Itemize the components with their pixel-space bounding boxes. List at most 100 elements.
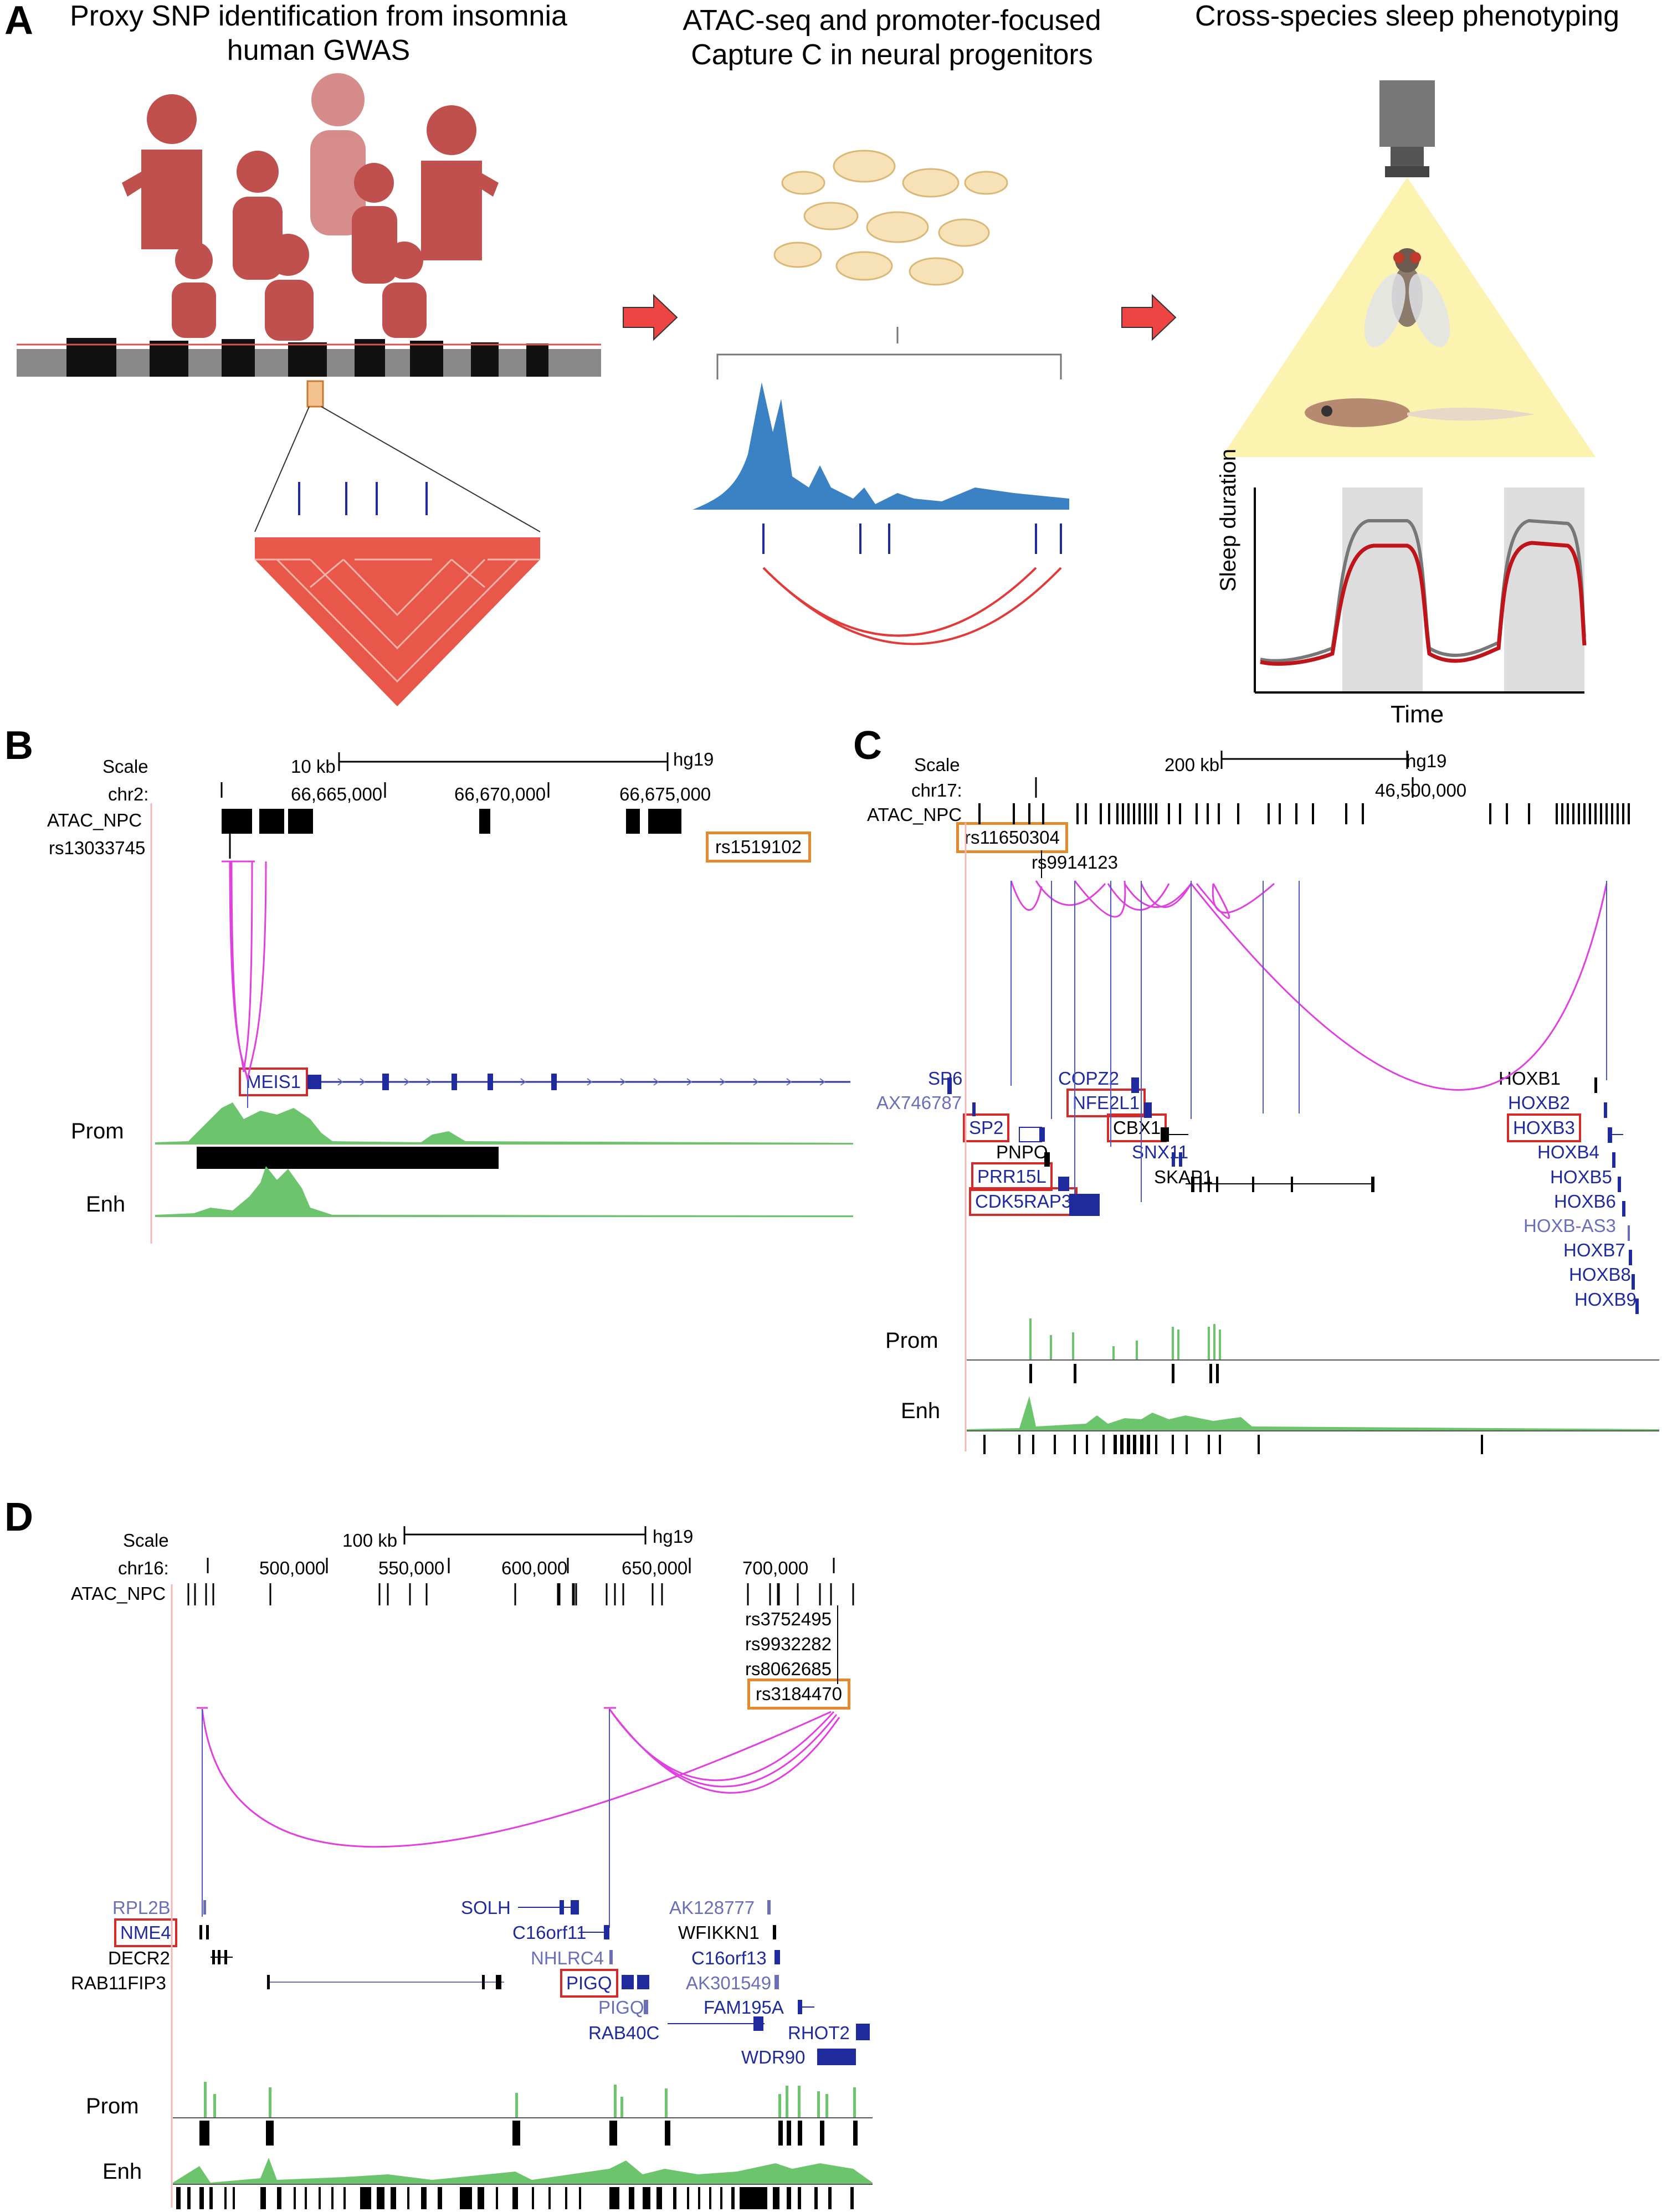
- sleep-duration-chart: [1254, 487, 1587, 694]
- sleep-chart-xlabel: Time: [1391, 701, 1444, 728]
- panel-d-label: D: [4, 1495, 33, 1539]
- panel-b-interaction-bar: [197, 1147, 499, 1169]
- gene-wdr90: WDR90: [741, 2047, 806, 2067]
- gene-hoxb7: HOXB7: [1563, 1240, 1625, 1260]
- panel-b-tick: 66,670,000: [454, 784, 546, 804]
- neural-progenitor-cells-icon: [773, 150, 1008, 286]
- panel-b-enh-track: [155, 1166, 853, 1217]
- panel-c-tick: 46,500,000: [1375, 780, 1467, 800]
- gene-hoxb4: HOXB4: [1537, 1142, 1599, 1162]
- panel-c-atac-label: ATAC_NPC: [867, 804, 962, 825]
- gene-hoxb1: HOXB1: [1499, 1068, 1561, 1089]
- gene-nme4: NME4: [114, 1918, 177, 1947]
- panel-b-enh-label: Enh: [86, 1192, 126, 1217]
- panel-d-enh-peaks: [176, 2187, 854, 2209]
- panel-c-browser: [947, 751, 1659, 1454]
- panel-c-snp-highlight: rs11650304: [956, 822, 1068, 853]
- arrow-right-icon: [623, 294, 678, 341]
- gene-decr2: DECR2: [108, 1948, 170, 1968]
- panel-b-assembly: hg19: [673, 749, 714, 769]
- panel-b-browser: [150, 752, 853, 1244]
- panel-d-scale-length: 100 kb: [342, 1530, 398, 1551]
- gene-solh: SOLH: [461, 1897, 511, 1918]
- panel-d-tick: 550,000: [378, 1558, 445, 1578]
- gene-pigq-highlight: PIGQ: [560, 1969, 618, 1998]
- gene-hoxb3: HOXB3: [1507, 1113, 1581, 1142]
- panel-c-capture-c-arcs: [1010, 880, 1608, 1091]
- manhattan-plot: [17, 338, 601, 408]
- panel-d-prom-label: Prom: [86, 2094, 139, 2118]
- gene-copz2: COPZ2: [1058, 1068, 1120, 1089]
- gene-sp6: SP6: [928, 1068, 963, 1089]
- panel-b-snp: rs13033745: [49, 838, 146, 858]
- gene-ak301549: AK301549: [686, 1973, 772, 1993]
- gene-meis1: MEIS1: [238, 1067, 309, 1096]
- panel-c-scale-label: Scale: [914, 755, 960, 775]
- ld-heatmap-triangle: [255, 537, 540, 706]
- gene-cdk5rap3: CDK5RAP3: [968, 1187, 1078, 1216]
- gene-pigq: PIGQ: [598, 1997, 644, 2018]
- fly-icon: [1365, 248, 1450, 347]
- camera-icon: [1379, 80, 1435, 177]
- panel-b-atac-label: ATAC_NPC: [47, 810, 142, 830]
- gene-rhot2: RHOT2: [788, 2023, 850, 2043]
- panel-a-label: A: [4, 0, 33, 43]
- gene-sp2: SP2: [962, 1113, 1010, 1142]
- panel-c-enh-label: Enh: [901, 1399, 941, 1423]
- gene-hoxb2: HOXB2: [1508, 1092, 1570, 1113]
- panel-c-enh-peaks: [983, 1435, 1483, 1454]
- sleep-chart-ylabel: Sleep duration: [1216, 449, 1240, 592]
- gene-hoxb6: HOXB6: [1554, 1191, 1616, 1212]
- panel-a-title-phenotyping: Cross-species sleep phenotyping: [1195, 0, 1619, 32]
- panel-d-assembly: hg19: [653, 1526, 694, 1547]
- panel-d-atac-label: ATAC_NPC: [71, 1583, 166, 1604]
- panel-d-browser: [171, 1526, 873, 2209]
- panel-b-snp-highlight: rs1519102: [706, 832, 811, 863]
- panel-c-chrom: chr17:: [911, 780, 962, 800]
- panel-c-interaction-anchors: [1010, 881, 1607, 1202]
- gene-hoxb8: HOXB8: [1569, 1264, 1631, 1285]
- panel-d-capture-c-arcs: [197, 1707, 840, 1848]
- panel-d-atac-peaks: [187, 1583, 854, 1605]
- gene-prr15l: PRR15L: [971, 1162, 1053, 1191]
- panel-d-tick: 700,000: [742, 1558, 809, 1578]
- gene-ax746787: AX746787: [876, 1092, 962, 1113]
- panel-b-prom-label: Prom: [71, 1119, 124, 1143]
- panel-c-gene-models: [947, 1077, 1639, 1314]
- panel-d-gene-models: [199, 1900, 870, 2065]
- panel-d-chrom: chr16:: [118, 1558, 169, 1578]
- panel-c-label: C: [853, 723, 882, 768]
- people-icon: [122, 73, 499, 341]
- panel-d-scale-label: Scale: [123, 1530, 169, 1551]
- panel-d-enh-label: Enh: [102, 2159, 142, 2184]
- panel-d-snp: rs9932282: [745, 1634, 832, 1654]
- zebrafish-icon: [1305, 398, 1535, 427]
- gene-ak128777: AK128777: [669, 1897, 755, 1918]
- snp-markers-ld: [298, 482, 428, 515]
- panel-a-title-gwas: Proxy SNP identification from insomnia h…: [70, 0, 567, 66]
- panel-b-prom-track: [155, 1102, 853, 1144]
- panel-b-tick: 66,675,000: [619, 784, 711, 804]
- panel-c-scale-length: 200 kb: [1165, 755, 1220, 775]
- panel-c-prom-label: Prom: [885, 1328, 938, 1353]
- gene-hoxb-as3: HOXB-AS3: [1524, 1215, 1616, 1236]
- panel-b-tick: 66,665,000: [291, 784, 383, 804]
- gene-rab40c: RAB40C: [588, 2023, 660, 2043]
- panel-b-scale-label: Scale: [102, 756, 148, 777]
- gene-nhlrc4: NHLRC4: [531, 1948, 604, 1968]
- gene-c16orf13: C16orf13: [691, 1948, 767, 1968]
- panel-c-snp: rs9914123: [1032, 852, 1118, 873]
- gene-hoxb5: HOXB5: [1550, 1167, 1612, 1187]
- panel-a-schematic: [17, 73, 1596, 706]
- gene-hoxb9: HOXB9: [1574, 1289, 1637, 1310]
- gene-rpl2b: RPL2B: [112, 1897, 171, 1918]
- panel-b-chrom: chr2:: [108, 784, 149, 804]
- gene-fam195a: FAM195A: [704, 1997, 784, 2018]
- panel-d-tick: 650,000: [622, 1558, 688, 1578]
- gene-c16orf11: C16orf11: [512, 1922, 587, 1943]
- panel-b-scale-length: 10 kb: [291, 756, 336, 777]
- gene-nfe2l1: NFE2L1: [1066, 1089, 1146, 1117]
- gene-cbx1: CBX1: [1106, 1113, 1167, 1142]
- gene-rab11fip3: RAB11FIP3: [71, 1973, 166, 1993]
